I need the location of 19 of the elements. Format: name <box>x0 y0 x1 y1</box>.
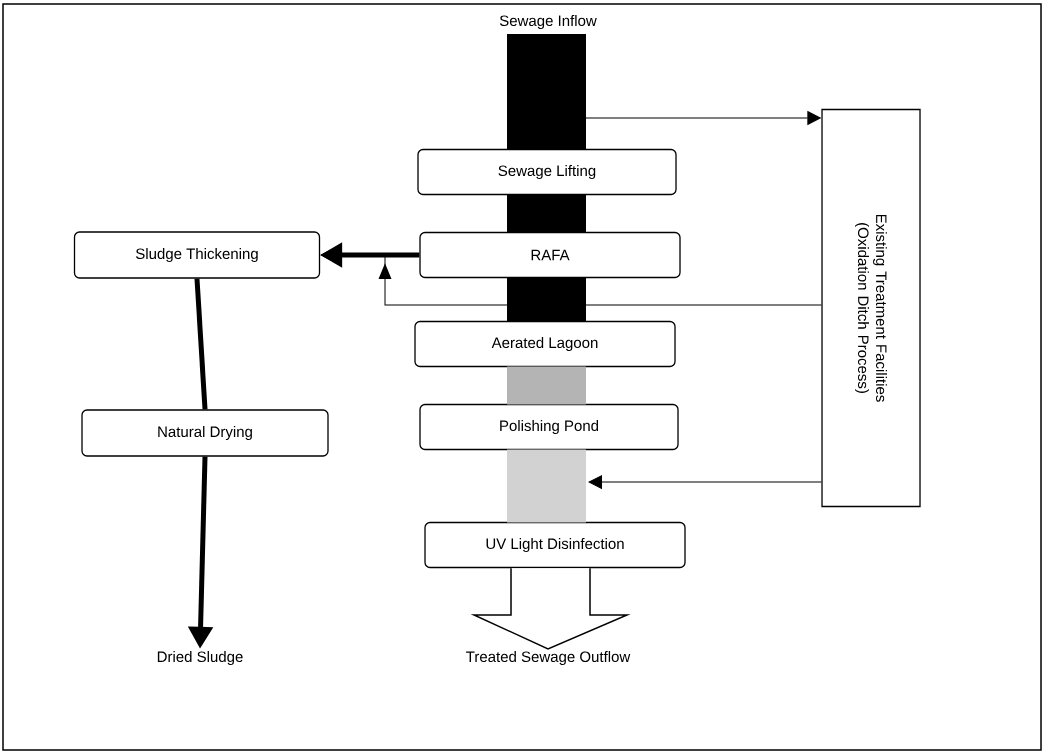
flow-band <box>507 194 586 233</box>
flow-label: Treated Sewage Outflow <box>466 651 631 665</box>
outflow-arrow <box>470 567 631 650</box>
process-box: UV Light Disinfection <box>424 521 686 569</box>
arrow <box>588 475 822 489</box>
facility-box: Existing Treatment Facilities (Oxidation Ditch Process) <box>821 108 921 508</box>
flow-band <box>507 366 586 405</box>
flow-label: Dried Sludge <box>157 651 243 665</box>
process-box: RAFA <box>419 231 681 279</box>
process-box: Sludge Thickening <box>73 231 321 279</box>
process-box: Polishing Pond <box>419 403 679 451</box>
process-box: Sewage Lifting <box>417 148 677 196</box>
flow-band <box>507 449 586 523</box>
flow-band <box>507 277 586 322</box>
process-box: Natural Drying <box>81 409 329 457</box>
process-box: Aerated Lagoon <box>414 320 676 368</box>
arrow <box>585 111 821 125</box>
flow-label: Sewage Inflow <box>499 15 597 29</box>
flow-band <box>507 34 586 150</box>
